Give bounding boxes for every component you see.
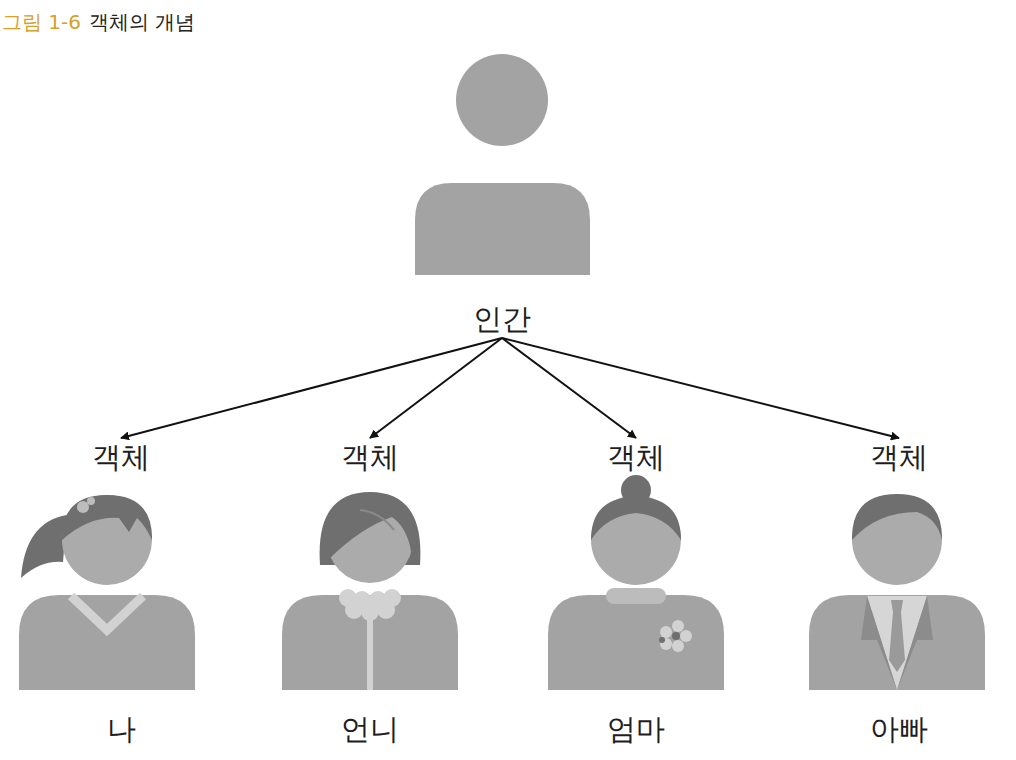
girl-figure xyxy=(19,495,195,690)
object-heading: 객체 xyxy=(92,440,150,475)
human-figure xyxy=(415,54,590,275)
object-heading: 객체 xyxy=(341,440,399,475)
class-node: 인간 xyxy=(407,50,597,337)
object-node: 객체아빠 xyxy=(814,440,984,747)
node-name: 엄마 xyxy=(607,712,665,747)
object-heading: 객체 xyxy=(607,440,665,475)
father-figure xyxy=(809,494,985,690)
object-node: 객체나 xyxy=(36,440,206,747)
object-node: 객체엄마 xyxy=(551,440,721,747)
object-heading: 객체 xyxy=(870,440,928,475)
object-node: 객체언니 xyxy=(285,440,455,747)
figure-title: 객체의 개념 xyxy=(89,10,195,34)
instance-arrow xyxy=(121,338,502,438)
sister-figure xyxy=(282,492,458,690)
instance-arrow xyxy=(502,338,636,438)
mother-figure xyxy=(548,475,724,690)
node-name: 인간 xyxy=(473,302,531,337)
node-name: 나 xyxy=(107,712,136,747)
node-name: 언니 xyxy=(341,712,399,747)
instance-arrow xyxy=(370,338,502,438)
figure-number: 그림 1-6 xyxy=(2,10,81,34)
instance-arrow xyxy=(502,338,899,438)
node-name: 아빠 xyxy=(870,712,928,747)
